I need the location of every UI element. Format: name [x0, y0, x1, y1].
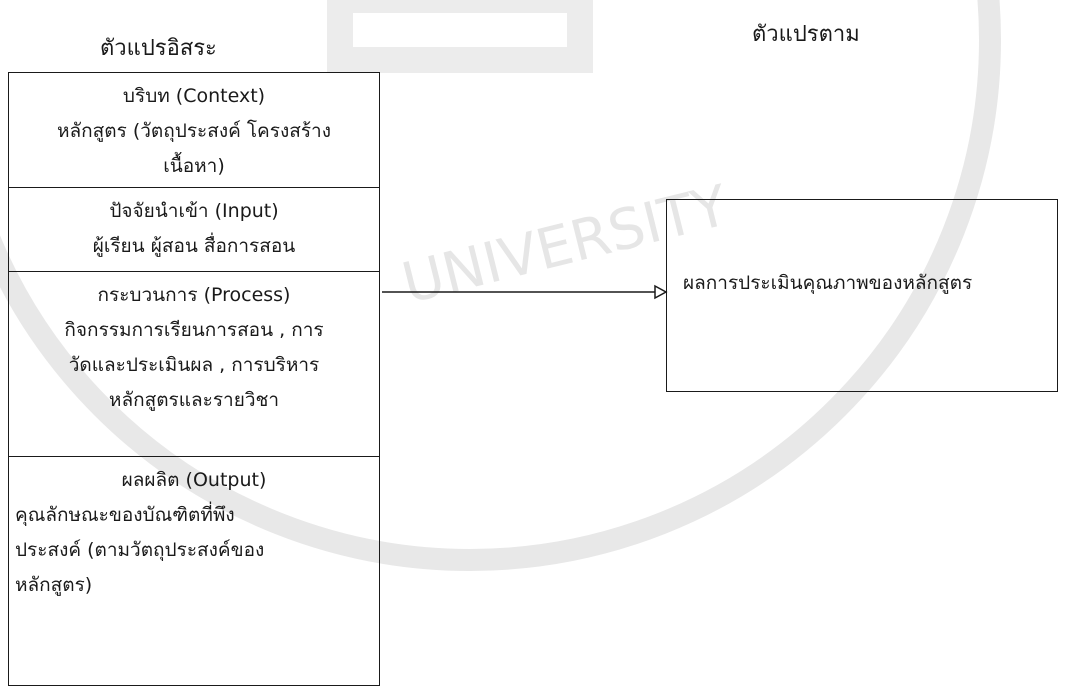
independent-variables-box: บริบท (Context) หลักสูตร (วัตถุประสงค์ โ…: [8, 72, 380, 686]
context-line-1: หลักสูตร (วัตถุประสงค์ โครงสร้าง: [56, 120, 331, 142]
process-line-1: กิจกรรมการเรียนการสอน , การ: [64, 319, 324, 341]
output-title: ผลผลิต (Output): [121, 469, 267, 491]
process-line-3: หลักสูตรและรายวิชา: [108, 389, 280, 411]
context-line-2: เนื้อหา): [163, 155, 225, 177]
outcome-label: ผลการประเมินคุณภาพของหลักสูตร: [683, 272, 973, 294]
output-line-2: ประสงค์ (ตามวัตถุประสงค์ของ: [15, 539, 265, 561]
process-line-2: วัดและประเมินผล , การบริหาร: [68, 354, 320, 376]
dependent-variable-heading: ตัวแปรตาม: [752, 22, 860, 47]
process-title: กระบวนการ (Process): [97, 284, 291, 306]
independent-variable-heading: ตัวแปรอิสระ: [100, 36, 217, 61]
watermark-seal-emblem: [327, 0, 593, 73]
context-title: บริบท (Context): [122, 85, 266, 107]
arrow-head: [654, 284, 668, 300]
input-line-1: ผู้เรียน ผู้สอน สื่อการสอน: [92, 235, 296, 257]
dependent-variable-box: ผลการประเมินคุณภาพของหลักสูตร: [666, 199, 1058, 392]
process-section: กระบวนการ (Process) กิจกรรมการเรียนการสอ…: [9, 272, 379, 457]
output-line-1: คุณลักษณะของบัณฑิตที่พึง: [15, 504, 235, 526]
output-line-3: หลักสูตร): [15, 574, 93, 596]
input-title: ปัจจัยนำเข้า (Input): [109, 200, 279, 222]
context-section: บริบท (Context) หลักสูตร (วัตถุประสงค์ โ…: [9, 73, 379, 188]
output-section: ผลผลิต (Output) คุณลักษณะของบัณฑิตที่พึง…: [9, 457, 379, 687]
input-section: ปัจจัยนำเข้า (Input) ผู้เรียน ผู้สอน สื่…: [9, 188, 379, 272]
